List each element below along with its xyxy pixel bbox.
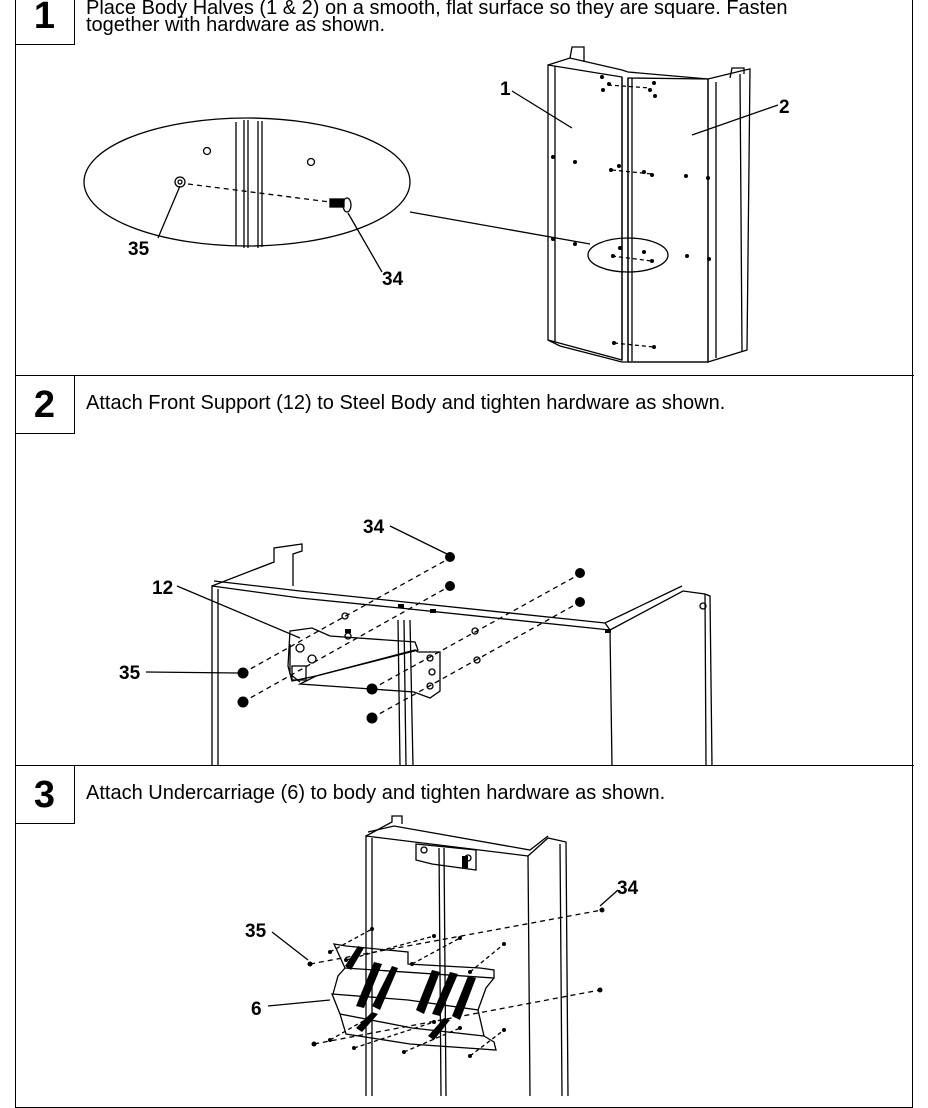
step-divider: [15, 765, 914, 766]
callout-label: 12: [152, 578, 173, 599]
step-number: 3: [33, 773, 56, 816]
callout-label: 34: [363, 517, 385, 538]
step-instruction: Attach Front Support (12) to Steel Body …: [86, 392, 726, 414]
undercarriage-illustration: 34 35 6: [245, 815, 639, 1097]
callout-label: 1: [500, 79, 511, 100]
callout-label: 6: [251, 999, 262, 1020]
step-instruction: Place Body Halves (1 & 2) on a smooth, f…: [86, 0, 788, 36]
step-number: 1: [33, 0, 56, 37]
callout-label: 34: [382, 269, 404, 290]
callout-label: 35: [128, 239, 150, 260]
step-number-box: 2: [15, 376, 75, 434]
step-number: 2: [33, 383, 56, 426]
instruction-line: together with hardware as shown.: [86, 14, 386, 36]
front-support-illustration: 34 12 35: [119, 517, 713, 767]
callout-label: 2: [779, 97, 790, 118]
callout-label: 34: [617, 878, 639, 899]
callout-label: 35: [119, 663, 141, 684]
instruction-line: Place Body Halves (1 & 2) on a smooth, f…: [86, 0, 788, 19]
step-divider: [15, 375, 914, 376]
step-number-box: 1: [15, 0, 75, 45]
callout-label: 35: [245, 921, 267, 942]
body-halves-illustration: 1 2 35 34: [83, 46, 790, 363]
step-number-box: 3: [15, 766, 75, 824]
step-instruction: Attach Undercarriage (6) to body and tig…: [86, 782, 666, 804]
